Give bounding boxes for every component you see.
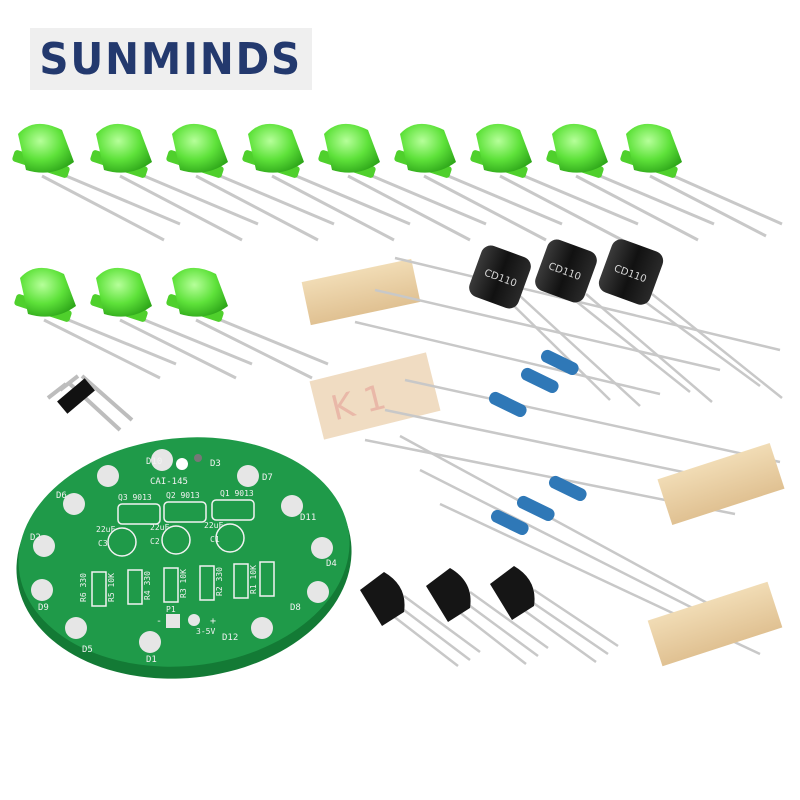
led <box>166 267 329 380</box>
pcb-power-label: 3-5V <box>196 627 215 636</box>
pcb-part-label: Q1 9013 <box>220 489 254 498</box>
pcb-label: D2 <box>30 533 41 543</box>
pcb-label: D7 <box>262 473 273 483</box>
resistor <box>520 367 559 394</box>
led <box>166 123 335 242</box>
pcb-part-label: C1 <box>210 535 220 544</box>
pcb-label: D6 <box>56 491 67 501</box>
led <box>394 123 563 242</box>
pcb-power-label: + <box>210 616 216 627</box>
resistor <box>490 509 529 536</box>
led <box>470 123 639 242</box>
led-row-top <box>12 123 783 242</box>
resistor-strip-lower <box>399 434 783 667</box>
pcb-part-label: C2 <box>150 537 160 546</box>
pcb-label: D8 <box>290 603 301 613</box>
led <box>90 123 259 242</box>
pcb-part-label: 22uF <box>96 525 115 534</box>
pcb-part-label: C3 <box>98 539 108 548</box>
electrolytic-capacitors: CD110 CD110 CD110 <box>469 239 783 407</box>
pcb-title: CAI-145 <box>150 477 188 487</box>
pcb-label: D12 <box>222 633 238 643</box>
pcb-resistor-label: R4 330 <box>143 571 152 600</box>
pcb-label: D4 <box>326 559 337 569</box>
pcb-resistor-label: R5 10K <box>107 573 116 602</box>
resistor-strip-middle: K 1 <box>309 349 785 526</box>
resistor <box>488 391 527 418</box>
pin-header <box>46 374 134 432</box>
led <box>620 123 783 238</box>
pcb-label: D10 <box>146 457 162 467</box>
led <box>242 123 411 242</box>
transistors <box>360 566 619 667</box>
pcb-label: D5 <box>82 645 93 655</box>
brand-name: SUNMINDS <box>39 33 303 85</box>
led <box>90 267 253 380</box>
resistor-tape-top <box>301 256 781 396</box>
transistor <box>360 572 481 667</box>
pcb-power-label: P1 <box>166 605 176 614</box>
pcb-resistor-label: R6 330 <box>79 573 88 602</box>
pcb-resistor-label: R3 10K <box>179 569 188 598</box>
pcb-part-label: 22uF <box>204 521 223 530</box>
pcb-part-label: Q2 9013 <box>166 491 200 500</box>
pcb-part-label: 22uF <box>150 523 169 532</box>
pcb-part-label: Q3 9013 <box>118 493 152 502</box>
brand-logo: SUNMINDS <box>30 28 312 90</box>
pcb-label: D9 <box>38 603 49 613</box>
pcb-label: D11 <box>300 513 316 523</box>
pcb-label: D1 <box>146 655 157 665</box>
transistor <box>490 566 619 664</box>
led <box>14 267 177 380</box>
pcb-resistor-label: R2 330 <box>215 567 224 596</box>
resistor <box>516 495 555 522</box>
led <box>546 123 715 242</box>
pcb-label: D3 <box>210 459 221 469</box>
transistor <box>426 568 549 665</box>
pcb-led-pads <box>31 449 333 653</box>
resistor <box>540 349 579 376</box>
capacitor: CD110 <box>469 245 641 407</box>
resistor <box>548 475 587 502</box>
led <box>318 123 487 242</box>
capacitor: CD110 <box>535 239 713 403</box>
pcb-power-label: - <box>156 616 162 627</box>
capacitor: CD110 <box>598 239 783 399</box>
pcb-resistor-label: R1 10K <box>249 565 258 594</box>
circular-pcb: CAI-145 D10 D3 D7 D11 D4 D8 D12 D1 D5 D9… <box>16 437 352 679</box>
led <box>12 123 181 242</box>
led-row-bottom <box>14 267 329 380</box>
